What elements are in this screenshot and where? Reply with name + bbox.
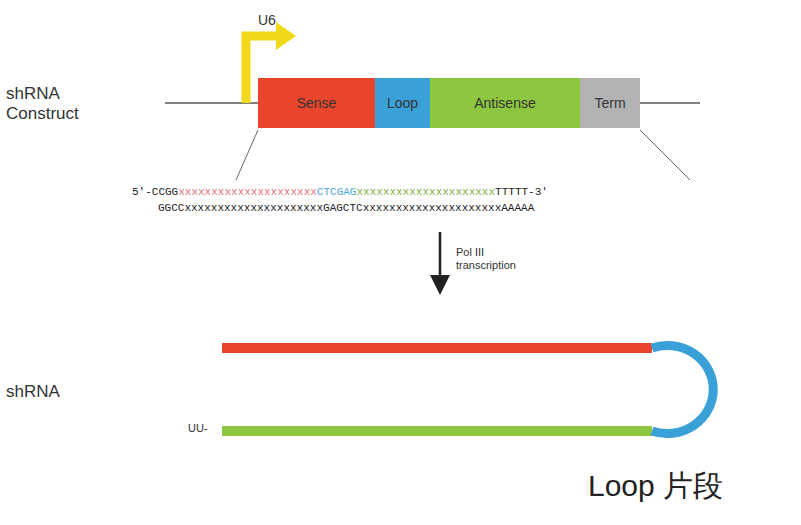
zoom-line — [640, 130, 690, 180]
promoter-arrowhead — [276, 22, 296, 50]
step-label: Pol III transcription — [456, 246, 546, 272]
segment-label: Sense — [297, 95, 337, 111]
sequence-text: 5'-CCGG — [132, 186, 178, 198]
caption-text: Loop 片段 — [588, 466, 723, 507]
sequence-text: GGCCxxxxxxxxxxxxxxxxxxxxxGAGCTCxxxxxxxxx… — [158, 202, 534, 214]
segment-label: Term — [594, 95, 625, 111]
sequence-text: CTCGAG — [317, 186, 357, 198]
sense-strand — [222, 343, 652, 353]
transcription-arrow — [439, 232, 442, 290]
antisense-strand — [222, 426, 652, 436]
hairpin-loop — [652, 346, 713, 434]
construct-label: shRNA Construct — [6, 84, 126, 125]
construct-segment: Sense — [258, 78, 375, 128]
promoter-label: U6 — [258, 12, 276, 28]
segment-label: Loop — [387, 95, 418, 111]
sequence-text: xxxxxxxxxxxxxxxxxxxxx — [356, 186, 495, 198]
sequence-text: xxxxxxxxxxxxxxxxxxxxx — [178, 186, 317, 198]
construct-segment: Term — [580, 78, 640, 128]
construct-segment: Antisense — [430, 78, 580, 128]
zoom-line — [236, 130, 258, 180]
construct-segment: Loop — [375, 78, 430, 128]
segment-label: Antisense — [474, 95, 535, 111]
overhang-label: UU- — [188, 422, 208, 434]
sequence-text: TTTTT-3' — [495, 186, 548, 198]
product-label: shRNA — [6, 382, 60, 402]
